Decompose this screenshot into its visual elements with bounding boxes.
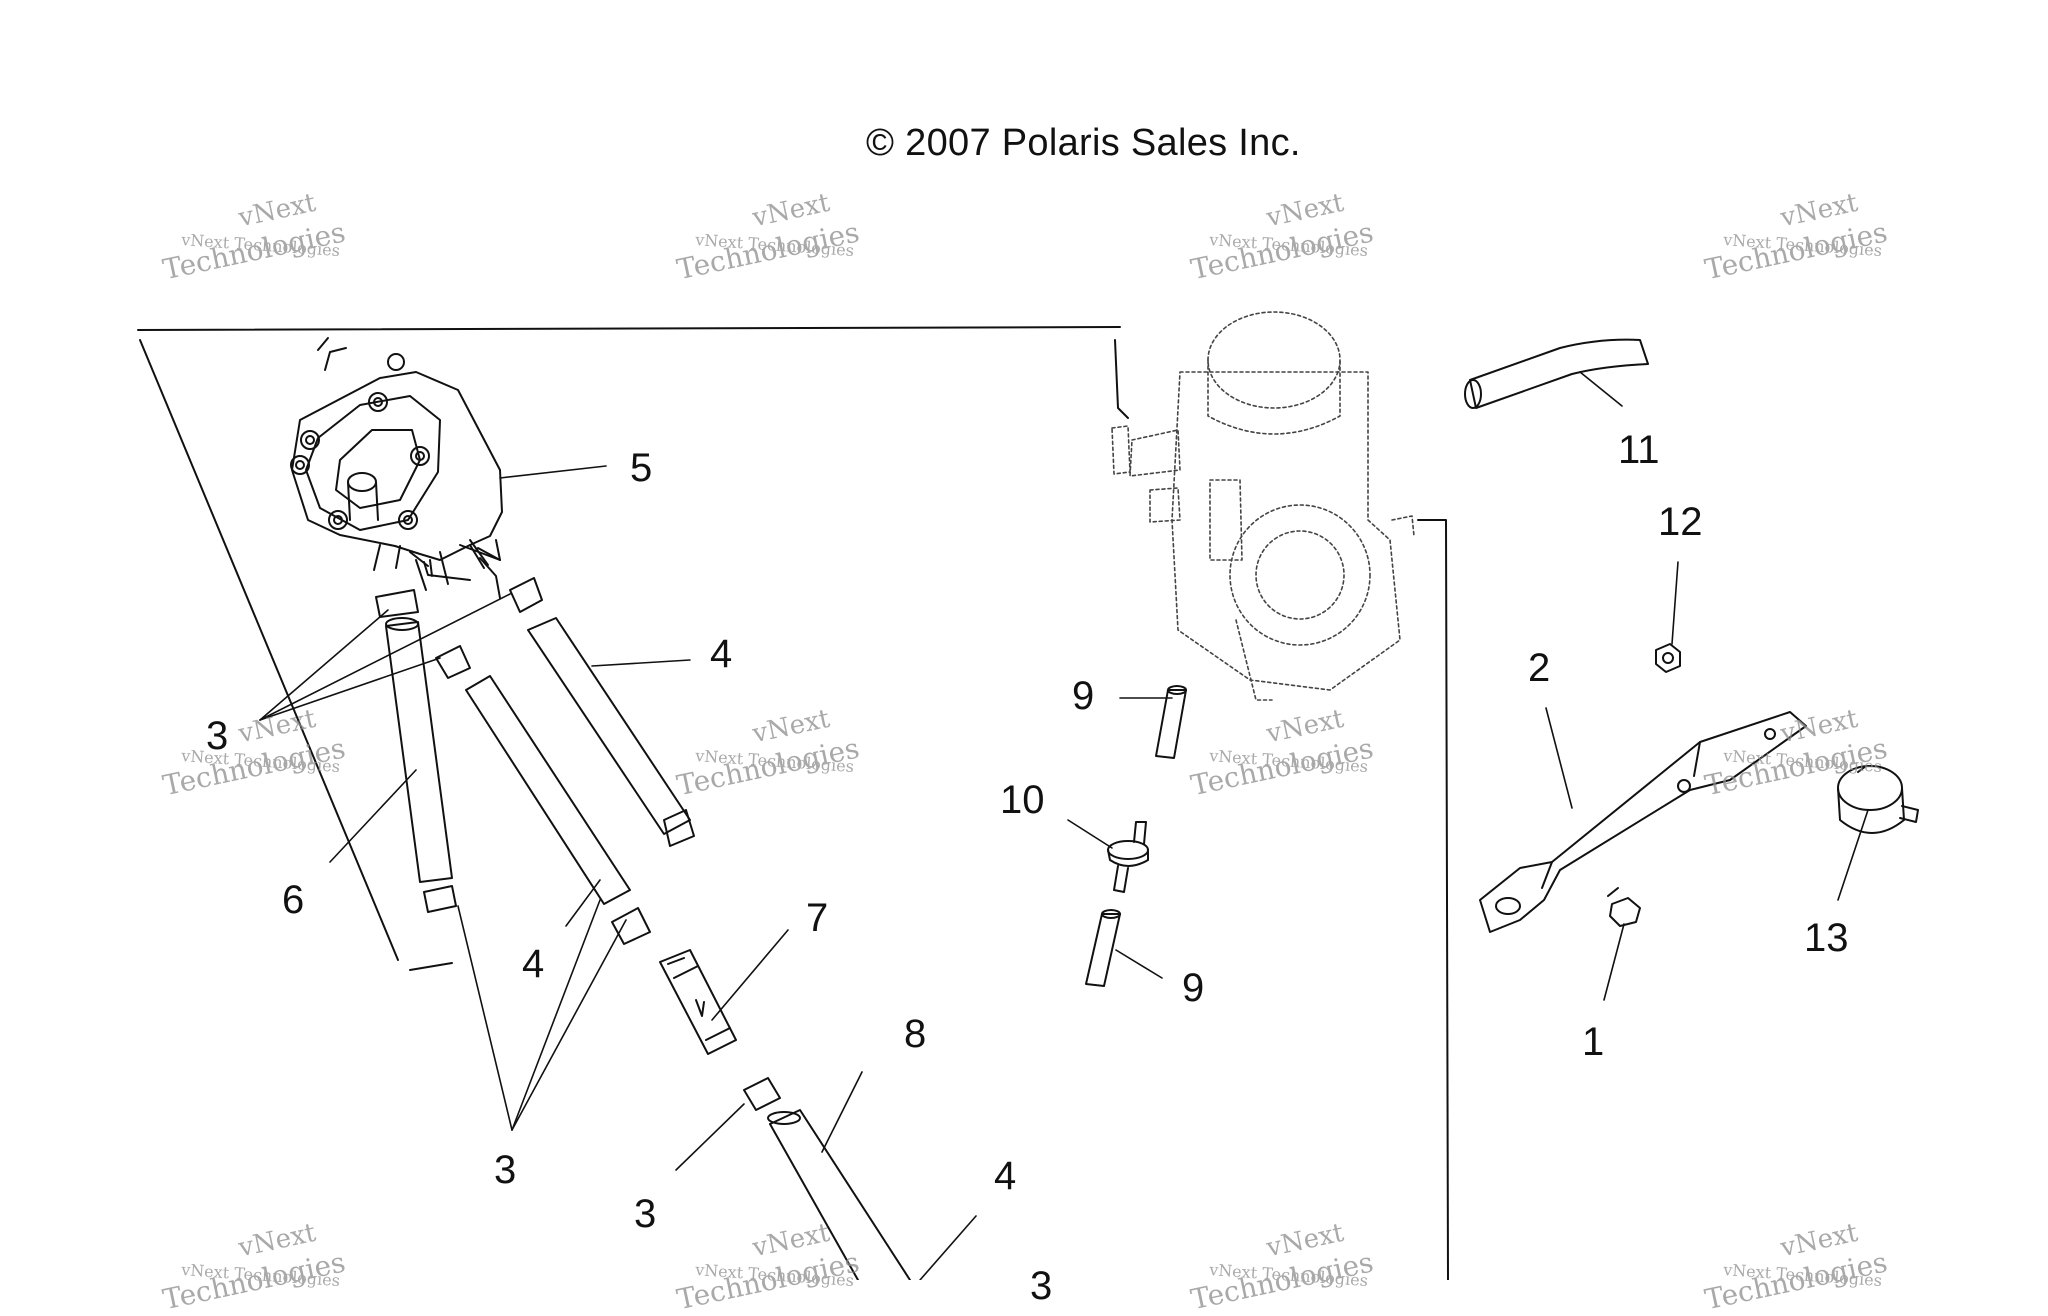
copyright-text: 2007 Polaris Sales Inc.: [905, 122, 1301, 164]
hose-6: [385, 617, 453, 883]
leader-lines: [259, 371, 1869, 1280]
hose-9-lower: [1085, 909, 1121, 987]
hose-9-upper: [1155, 685, 1187, 759]
bolt: [1607, 887, 1641, 927]
mounting-bracket: [1479, 711, 1807, 933]
hose-8: [767, 1109, 911, 1280]
check-valve: [1107, 821, 1149, 893]
parts-diagram: [137, 311, 1919, 1280]
hose-clamp-3: [435, 645, 471, 679]
callout-2: 2: [1528, 646, 1551, 690]
fuel-pump: [290, 337, 503, 581]
callout-12: 12: [1658, 500, 1703, 544]
rubber-damper: [1837, 765, 1919, 834]
callout-4: 4: [522, 942, 545, 986]
inline-fuel-filter: [659, 949, 737, 1055]
hose-clamp-1: [375, 589, 419, 618]
callout-7: 7: [806, 896, 829, 940]
callout-9: 9: [1182, 966, 1205, 1010]
callout-8: 8: [904, 1012, 927, 1056]
callout-9: 9: [1072, 674, 1095, 718]
pump-fittings: [415, 539, 501, 599]
callout-10: 10: [1000, 778, 1045, 822]
callout-6: 6: [282, 878, 305, 922]
hose-clamp-4: [423, 885, 457, 913]
hose-clamp-6: [743, 1077, 781, 1111]
copyright-notice: © 2007 Polaris Sales Inc.: [866, 122, 1301, 165]
callout-1: 1: [1582, 1020, 1605, 1064]
callout-3: 3: [494, 1148, 517, 1192]
callout-11: 11: [1618, 428, 1660, 472]
callout-4: 4: [994, 1154, 1017, 1198]
copyright-icon: ©: [866, 122, 895, 164]
callout-3: 3: [634, 1192, 657, 1236]
hex-nut: [1655, 643, 1681, 673]
assembly-frame: [137, 326, 1449, 1280]
callout-13: 13: [1804, 916, 1849, 960]
hose-clamp-5: [611, 907, 651, 945]
hose-4-right: [527, 617, 695, 847]
callout-3: 3: [206, 714, 229, 758]
hose-clamp-2: [509, 577, 543, 613]
callout-4: 4: [710, 632, 733, 676]
vent-hose: [1464, 338, 1649, 409]
callout-5: 5: [630, 446, 653, 490]
hose-4-left: [465, 675, 631, 905]
carburetor: [1111, 311, 1415, 701]
callout-3: 3: [1030, 1264, 1053, 1308]
